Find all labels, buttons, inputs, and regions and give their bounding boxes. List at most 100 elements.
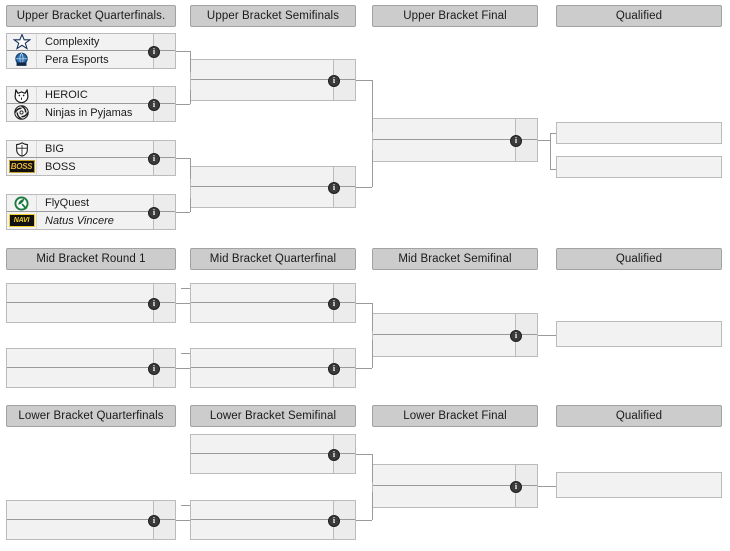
match-info-icon[interactable]: i: [510, 330, 522, 342]
match-box-mbsf[interactable]: i: [372, 313, 538, 357]
match-box-ubsf2[interactable]: i: [190, 166, 356, 208]
match-row[interactable]: [191, 80, 355, 100]
match-box-lbsf1[interactable]: i: [190, 434, 356, 474]
match-box-mbr1b[interactable]: i: [6, 348, 176, 388]
team-score: [515, 314, 537, 334]
round-header-label: Lower Bracket Final: [403, 410, 507, 422]
match-row[interactable]: [191, 167, 355, 187]
team-score: [153, 34, 175, 50]
match-row[interactable]: [191, 435, 355, 454]
match-info-icon[interactable]: i: [328, 515, 340, 527]
globe-icon: [15, 52, 28, 66]
match-row[interactable]: [191, 284, 355, 303]
match-row[interactable]: [373, 486, 537, 507]
team-name: Ninjas in Pyjamas: [45, 106, 133, 119]
match-box-ubf[interactable]: i: [372, 118, 538, 162]
match-box-lbqf[interactable]: i: [6, 500, 176, 540]
match-box-lbf[interactable]: i: [372, 464, 538, 508]
match-info-icon[interactable]: i: [328, 363, 340, 375]
match-info-icon[interactable]: i: [148, 153, 160, 165]
round-header-mid-round1: Mid Bracket Round 1: [6, 248, 176, 270]
qualified-slot-mid-1[interactable]: [556, 321, 722, 347]
match-row[interactable]: FlyQuest: [7, 195, 175, 212]
match-row[interactable]: [191, 501, 355, 520]
team-name: HEROIC: [45, 89, 88, 101]
match-info-icon[interactable]: i: [328, 449, 340, 461]
team-score: [153, 501, 175, 519]
flyquest-q-logo: [7, 195, 37, 211]
match-row[interactable]: BIG: [7, 141, 175, 158]
match-info-icon[interactable]: i: [328, 75, 340, 87]
team-score: [153, 195, 175, 211]
match-info-icon[interactable]: i: [148, 46, 160, 58]
round-header-mid-semifinal: Mid Bracket Semifinal: [372, 248, 538, 270]
match-row[interactable]: BOSS BOSS: [7, 158, 175, 175]
match-row[interactable]: [373, 119, 537, 140]
match-row[interactable]: NAVI Natus Vincere: [7, 212, 175, 229]
navi-wordmark: NAVI: [8, 214, 35, 227]
match-row[interactable]: [373, 465, 537, 486]
team-name: Pera Esports: [45, 53, 109, 66]
match-box-ubsf1[interactable]: i: [190, 59, 356, 101]
team-score: [153, 87, 175, 103]
round-header-label: Qualified: [615, 410, 663, 422]
match-row[interactable]: [373, 140, 537, 161]
match-box-mbr1a[interactable]: i: [6, 283, 176, 323]
match-box-mbqf2[interactable]: i: [190, 348, 356, 388]
match-box-mbqf1[interactable]: i: [190, 283, 356, 323]
team-score: [333, 349, 355, 367]
match-info-icon[interactable]: i: [148, 298, 160, 310]
match-box-lbsf2[interactable]: i: [190, 500, 356, 540]
boss-wordmark-logo: BOSS: [7, 158, 37, 175]
match-info-icon[interactable]: i: [510, 135, 522, 147]
team-score: [333, 187, 355, 207]
qualified-slot-upper-1[interactable]: [556, 122, 722, 144]
heroic-wolf-logo: [7, 87, 37, 103]
qualified-slot-upper-2[interactable]: [556, 156, 722, 178]
match-row[interactable]: [191, 60, 355, 80]
match-row[interactable]: Complexity: [7, 34, 175, 51]
match-row[interactable]: [7, 284, 175, 303]
match-row[interactable]: [7, 501, 175, 520]
team-name: Natus Vincere: [45, 214, 114, 227]
round-header-lower-qualified: Qualified: [556, 405, 722, 427]
team-score: [333, 284, 355, 302]
match-info-icon[interactable]: i: [328, 182, 340, 194]
round-header-upper-final: Upper Bracket Final: [372, 5, 538, 27]
match-info-icon[interactable]: i: [148, 363, 160, 375]
round-header-lower-quarterfinals: Lower Bracket Quarterfinals: [6, 405, 176, 427]
round-header-label: Mid Bracket Round 1: [36, 253, 146, 265]
team-score: [515, 465, 537, 485]
match-box-ubqf1[interactable]: Complexity Pera Esports i: [6, 33, 176, 69]
match-info-icon[interactable]: i: [148, 207, 160, 219]
team-name: BIG: [45, 143, 64, 155]
team-score: [153, 284, 175, 302]
match-row[interactable]: HEROIC: [7, 87, 175, 104]
q-leaf-icon: [14, 195, 29, 211]
match-info-icon[interactable]: i: [148, 99, 160, 111]
pera-globe-logo: [7, 51, 37, 68]
round-header-label: Mid Bracket Semifinal: [398, 253, 512, 265]
match-info-icon[interactable]: i: [328, 298, 340, 310]
match-box-ubqf4[interactable]: FlyQuest NAVI Natus Vincere i: [6, 194, 176, 230]
team-score: [515, 119, 537, 139]
team-name: FlyQuest: [45, 197, 90, 209]
wolf-head-icon: [14, 88, 29, 103]
match-box-ubqf2[interactable]: HEROIC Ninjas in Pyjamas i: [6, 86, 176, 122]
qualified-slot-lower-1[interactable]: [556, 472, 722, 498]
match-row[interactable]: [7, 349, 175, 368]
round-header-label: Upper Bracket Semifinals: [206, 10, 340, 22]
team-score: [515, 335, 537, 356]
round-header-label: Lower Bracket Quarterfinals: [18, 410, 164, 422]
match-row[interactable]: [191, 187, 355, 207]
match-row[interactable]: [373, 335, 537, 356]
qualified-team-name: [557, 157, 721, 165]
shield-icon: [15, 141, 28, 157]
match-box-ubqf3[interactable]: BIG BOSS BOSS i: [6, 140, 176, 176]
match-info-icon[interactable]: i: [510, 481, 522, 493]
qualified-team-name: [557, 123, 721, 131]
match-row[interactable]: [373, 314, 537, 335]
match-info-icon[interactable]: i: [148, 515, 160, 527]
match-row[interactable]: [191, 349, 355, 368]
big-shield-logo: [7, 141, 37, 157]
